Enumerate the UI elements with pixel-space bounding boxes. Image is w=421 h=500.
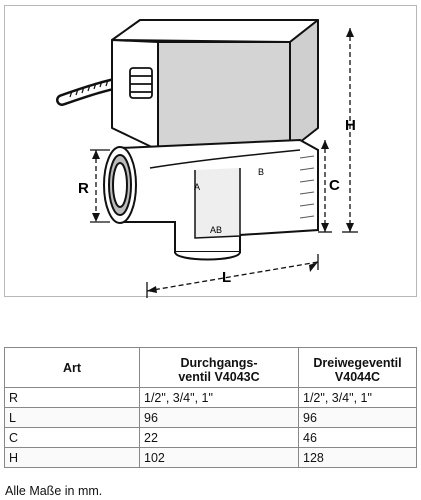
valve-body <box>103 138 319 261</box>
cell-v4044c: 1/2", 3/4", 1" <box>298 387 417 408</box>
cell-art: R <box>4 387 140 408</box>
dimension-h <box>342 28 358 233</box>
cell-v4044c: 96 <box>298 407 417 428</box>
header-v4043c-line2: ventil V4043C <box>178 370 260 384</box>
port-label-a: A <box>194 182 200 192</box>
cell-art: C <box>4 427 140 448</box>
dimension-label-h: H <box>345 117 356 134</box>
header-v4044c: Dreiwegeventil V4044C <box>298 347 417 388</box>
cell-v4043c: 1/2", 3/4", 1" <box>139 387 299 408</box>
header-v4043c: Durchgangs- ventil V4043C <box>139 347 299 388</box>
header-v4044c-line2: V4044C <box>334 370 381 384</box>
port-label-b: B <box>258 167 264 177</box>
table-row: R 1/2", 3/4", 1" 1/2", 3/4", 1" <box>4 387 417 408</box>
dimension-table: Art Durchgangs- ventil V4043C Dreiwegeve… <box>4 347 417 468</box>
cell-art: H <box>4 447 140 468</box>
cell-v4043c: 102 <box>139 447 299 468</box>
header-v4043c-line1: Durchgangs- <box>180 356 258 370</box>
dimension-l <box>146 254 319 298</box>
dimension-c <box>318 140 332 233</box>
cell-art: L <box>4 407 140 428</box>
valve-shading <box>299 155 315 219</box>
cell-v4044c: 46 <box>298 427 417 448</box>
cell-v4043c: 22 <box>139 427 299 448</box>
table-row: H 102 128 <box>4 447 417 468</box>
cell-v4043c: 96 <box>139 407 299 428</box>
valve-dimension-drawing: A B AB R C H L <box>56 19 358 298</box>
dimension-label-c: C <box>329 177 340 194</box>
table-header-row: Art Durchgangs- ventil V4043C Dreiwegeve… <box>4 347 417 388</box>
dimension-label-l: L <box>222 269 231 286</box>
table-row: L 96 96 <box>4 407 417 428</box>
port-label-ab: AB <box>210 225 222 235</box>
header-v4044c-line1: Dreiwegeventil <box>313 356 402 370</box>
dimension-label-r: R <box>78 180 89 197</box>
header-art: Art <box>4 347 140 388</box>
table-row: C 22 46 <box>4 427 417 448</box>
drawing-frame <box>4 5 417 297</box>
footnote-units: Alle Maße in mm. <box>5 484 103 498</box>
dimension-r <box>90 149 110 223</box>
cell-v4044c: 128 <box>298 447 417 468</box>
cable-gland <box>129 67 153 99</box>
